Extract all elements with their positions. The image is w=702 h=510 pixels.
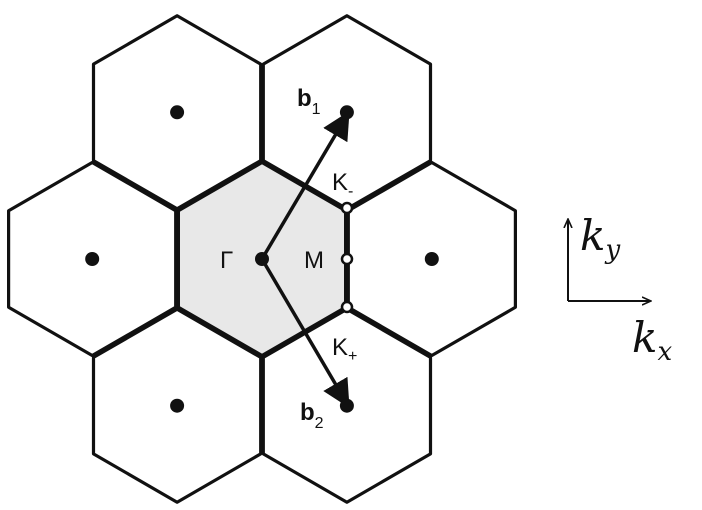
- ky-axis-label-base: k: [580, 211, 605, 260]
- lattice-point-upper-left: [170, 105, 185, 120]
- m-label: M: [304, 247, 324, 274]
- b2-vector-arrow: [260, 258, 350, 409]
- ky-axis-label-sub: y: [604, 235, 620, 265]
- reciprocal-lattice-points: [85, 105, 439, 413]
- k-minus-label-sub: -: [348, 183, 353, 200]
- point-labels: Γ M K- K+ b1 b2: [220, 85, 357, 432]
- lattice-point-lower-left: [170, 398, 185, 413]
- kx-axis-label-base: k: [632, 313, 657, 362]
- b1-label: b1: [297, 85, 321, 118]
- lattice-point-central: [255, 252, 269, 266]
- lattice-point-upper-right: [339, 105, 354, 120]
- b1-label-sub: 1: [312, 101, 321, 118]
- gamma-label: Γ: [220, 247, 233, 274]
- kx-axis-label-sub: x: [657, 337, 672, 367]
- lattice-point-lower-right: [339, 398, 354, 413]
- k-plus-label-sub: +: [348, 348, 357, 365]
- b2-label-sub: 2: [315, 415, 324, 432]
- ky-axis-label: ky: [580, 211, 620, 265]
- k-plus-label: K+: [332, 334, 357, 365]
- kx-axis-label: kx: [632, 313, 672, 367]
- b1-vector-arrow: [260, 110, 350, 260]
- reciprocal-vectors: [260, 110, 350, 409]
- m-point: [340, 252, 354, 266]
- k-minus-label: K-: [332, 169, 353, 200]
- lattice-point-right: [424, 252, 439, 266]
- k-plus-point: [340, 300, 354, 314]
- high-symmetry-points: [340, 201, 354, 314]
- b1-label-base: b: [297, 85, 312, 112]
- k-minus-point: [340, 201, 354, 215]
- k-axes: ky kx: [568, 211, 672, 367]
- k-minus-label-base: K: [332, 169, 348, 196]
- b2-label-base: b: [300, 399, 315, 426]
- k-plus-label-base: K: [332, 334, 348, 361]
- lattice-point-left: [85, 252, 100, 266]
- b2-label: b2: [300, 399, 324, 432]
